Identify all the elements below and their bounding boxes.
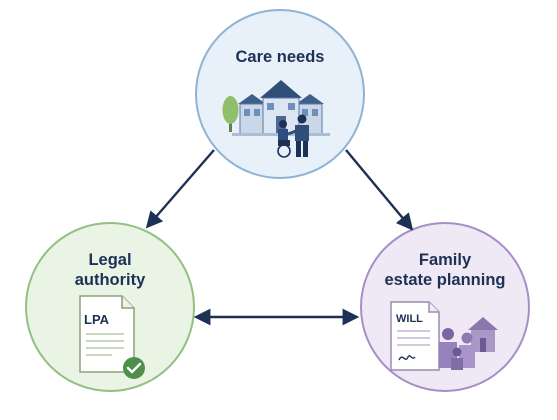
- legal-authority-title-line1: Legal: [88, 251, 132, 269]
- will-document-label: WILL: [396, 313, 423, 325]
- arrow-care-to-legal: [145, 149, 215, 229]
- lpa-document-label: LPA: [84, 312, 110, 327]
- legal-authority-title: Legal authority: [40, 250, 180, 290]
- family-estate-title: Family estate planning: [365, 250, 525, 290]
- arrow-care-to-family: [345, 149, 414, 231]
- house-with-caregiver-icon: [222, 80, 330, 158]
- will-document-family-home-icon: WILL: [390, 301, 498, 371]
- family-estate-title-line1: Family: [418, 251, 472, 269]
- family-estate-title-line2: estate planning: [384, 271, 506, 289]
- lpa-document-check-icon: LPA: [79, 295, 145, 379]
- legal-authority-title-line2: authority: [74, 271, 146, 289]
- care-needs-title: Care needs: [235, 48, 325, 66]
- check-badge-icon: [123, 357, 145, 379]
